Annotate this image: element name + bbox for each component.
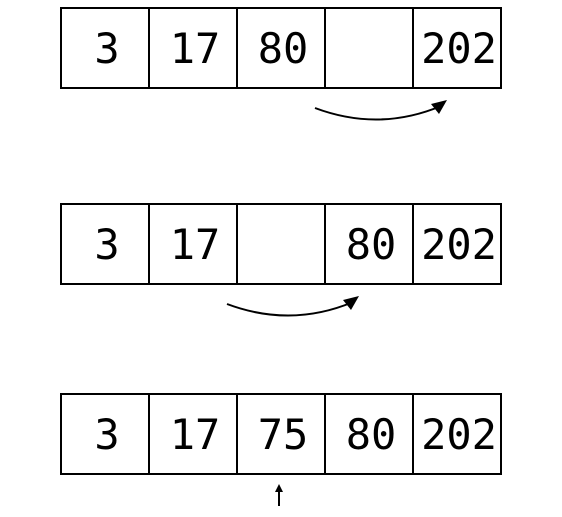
- cell-value: 202: [421, 410, 497, 459]
- array-row-3: 3 17 75 80 202: [61, 394, 501, 506]
- cell-value: 17: [170, 220, 221, 269]
- cell-value: 75: [258, 410, 309, 459]
- cell-box: [325, 8, 413, 88]
- shift-arrow-curve: [227, 302, 353, 316]
- cell-value: 202: [421, 24, 497, 73]
- array-cell: 17: [149, 204, 237, 284]
- cell-value: 80: [346, 220, 397, 269]
- arrow-head-icon: [343, 296, 359, 310]
- cell-value: 3: [94, 410, 119, 459]
- array-cell: 80: [325, 394, 413, 474]
- array-cell: 3: [61, 394, 149, 474]
- cell-box: [237, 204, 325, 284]
- array-cell: 17: [149, 394, 237, 474]
- arrow-up-icon: [275, 484, 283, 492]
- array-cell: 75: [237, 394, 325, 474]
- array-cell: 202: [413, 8, 501, 88]
- cell-value: 202: [421, 220, 497, 269]
- cell-value: 80: [346, 410, 397, 459]
- shift-arrow-curve: [315, 106, 441, 120]
- arrow-head-icon: [431, 100, 447, 114]
- array-cell: 202: [413, 394, 501, 474]
- array-cell: [325, 8, 413, 88]
- cell-value: 17: [170, 410, 221, 459]
- array-cell: 3: [61, 204, 149, 284]
- array-row-2: 3 17 80 202: [61, 204, 501, 316]
- array-cell: 202: [413, 204, 501, 284]
- array-cell: 80: [237, 8, 325, 88]
- array-rows: 3 17 80 202 3 17 80 202 3 17 75 80 202: [61, 8, 501, 506]
- array-cell: 80: [325, 204, 413, 284]
- cell-value: 3: [94, 220, 119, 269]
- cell-value: 80: [258, 24, 309, 73]
- array-cell: 3: [61, 8, 149, 88]
- cell-value: 17: [170, 24, 221, 73]
- array-cell: 17: [149, 8, 237, 88]
- array-cell: [237, 204, 325, 284]
- array-row-1: 3 17 80 202: [61, 8, 501, 120]
- cell-value: 3: [94, 24, 119, 73]
